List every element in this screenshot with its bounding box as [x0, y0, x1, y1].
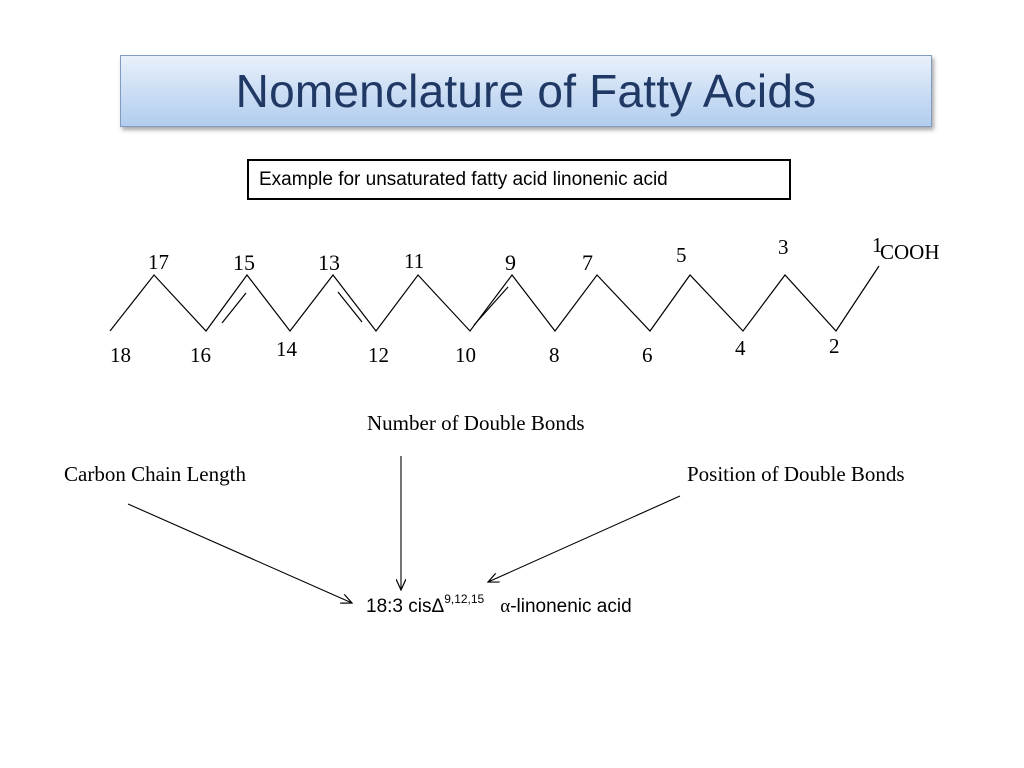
delta-symbol: Δ [431, 596, 445, 617]
carbon-label-18: 18 [110, 343, 131, 367]
carbon-label-6: 6 [642, 343, 653, 367]
carbon-label-17: 17 [148, 250, 169, 274]
title-banner: Nomenclature of Fatty Acids [120, 55, 932, 127]
position-of-double-bonds-label: Position of Double Bonds [687, 462, 905, 486]
carbon-label-8: 8 [549, 343, 560, 367]
arrow-chain-length [127, 503, 352, 603]
carbon-label-14: 14 [276, 337, 298, 361]
acid-name: -linonenic acid [510, 596, 632, 617]
carbon-label-10: 10 [455, 343, 476, 367]
double-bond-positions: 9,12,15 [444, 592, 485, 606]
carbon-label-9: 9 [505, 250, 516, 275]
cooh-group: COOH [880, 240, 940, 264]
carbon-label-11: 11 [404, 249, 424, 273]
arrow-position-of-double-bonds [488, 495, 681, 582]
carbon-label-15: 15 [233, 250, 255, 275]
alpha-symbol: α [500, 596, 511, 617]
carbon-label-7: 7 [582, 250, 593, 275]
carbon-chain-length-label: Carbon Chain Length [64, 462, 246, 486]
carbon-label-4: 4 [735, 336, 746, 360]
slide-title: Nomenclature of Fatty Acids [235, 65, 817, 117]
double-bond-15-16 [221, 292, 247, 324]
formula-prefix: 18:3 cis [366, 596, 432, 617]
carbon-label-16: 16 [190, 343, 211, 367]
example-text: Example for unsaturated fatty acid linon… [259, 168, 668, 190]
carbon-label-13: 13 [318, 250, 340, 275]
carbon-label-2: 2 [829, 334, 840, 358]
carbon-chain-skeleton [109, 265, 880, 332]
carbon-label-3: 3 [778, 235, 789, 259]
double-bond-12-13 [337, 291, 363, 323]
fatty-acid-formula: 18:3 cisΔ9,12,15 α-linonenic acid [366, 592, 632, 618]
double-bond-9-10 [473, 286, 509, 326]
carbon-label-12: 12 [368, 343, 389, 367]
number-of-double-bonds-label: Number of Double Bonds [367, 411, 585, 435]
carbon-label-5: 5 [676, 243, 687, 267]
example-box: Example for unsaturated fatty acid linon… [247, 159, 791, 200]
carbon-label-1: 1 [872, 233, 883, 257]
